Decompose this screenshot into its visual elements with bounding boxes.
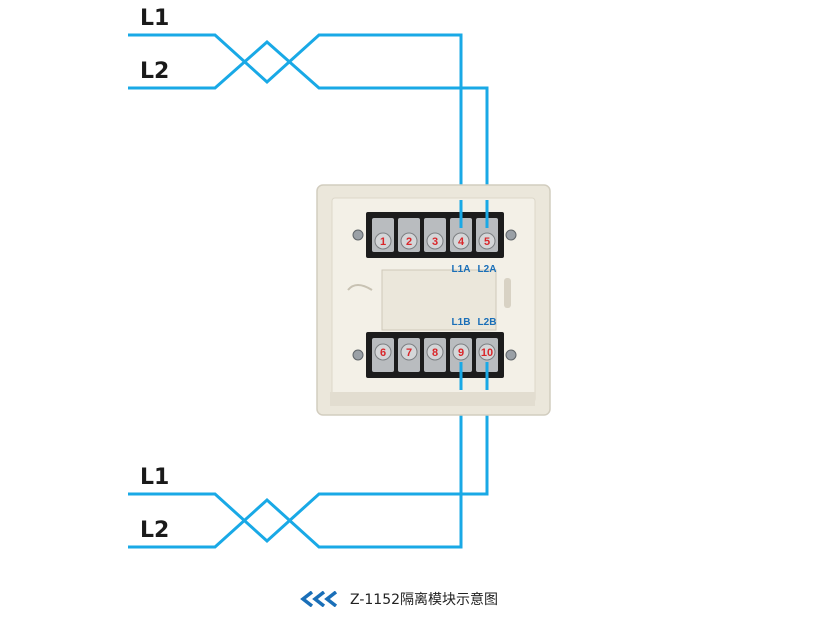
mount-screw-left: [352, 349, 364, 361]
terminal-label-l2a: L2A: [478, 264, 497, 275]
mount-screw-left: [352, 229, 364, 241]
top-wire-l1: [128, 33, 463, 228]
wire-terminations: [459, 200, 489, 390]
terminal-number-10: 10: [481, 347, 493, 359]
top-terminal-block: 1 2 3 4 5 L1A L2A: [352, 212, 517, 275]
terminal-number-2: 2: [406, 236, 412, 248]
terminal-screw-5: [476, 218, 498, 252]
bottom-wire-l2: [128, 362, 463, 549]
terminal-number-1: 1: [380, 236, 386, 248]
terminal-label-l1a: L1A: [452, 264, 471, 275]
terminal-screw-8: [424, 338, 446, 372]
mount-screw-right: [505, 349, 517, 361]
terminal-label-l1b: L1B: [452, 317, 471, 328]
terminal-screw-1: [372, 218, 394, 252]
terminal-screw-2: [398, 218, 420, 252]
module-cutout: [381, 269, 497, 331]
terminal-screw-9: [450, 338, 472, 372]
bottom-wire-label-l1: L1: [140, 465, 170, 490]
bottom-wire-l1: [128, 362, 489, 544]
mount-screw-right: [505, 229, 517, 241]
terminal-number-5: 5: [484, 236, 490, 248]
terminal-screw-4: [450, 218, 472, 252]
terminal-number-7: 7: [406, 347, 412, 359]
terminal-number-3: 3: [432, 236, 438, 248]
top-wire-label-l1: L1: [140, 6, 170, 31]
terminal-label-l2b: L2B: [478, 317, 497, 328]
bottom-wire-pair: [128, 362, 489, 549]
module-notch: [347, 284, 373, 291]
bottom-wire-label-l2: L2: [140, 518, 170, 543]
terminal-screw-6: [372, 338, 394, 372]
terminal-screw-7: [398, 338, 420, 372]
terminal-number-4: 4: [458, 236, 465, 248]
terminal-screw-10: [476, 338, 498, 372]
top-wire-pair: [128, 33, 489, 228]
top-wire-label-l2: L2: [140, 59, 170, 84]
caption-text: Z-1152隔离模块示意图: [350, 592, 499, 608]
diagram-caption: Z-1152隔离模块示意图: [300, 589, 498, 609]
isolation-module: 1 2 3 4 5 L1A L2A 6 7 8 9 10 L1B L2B: [316, 184, 551, 416]
module-slot: [504, 278, 511, 308]
triple-chevron-left-icon: [300, 591, 344, 607]
terminal-number-6: 6: [380, 347, 386, 359]
terminal-number-9: 9: [458, 347, 464, 359]
terminal-number-8: 8: [432, 347, 438, 359]
module-bottom-strip: [330, 392, 535, 406]
top-wire-l2: [128, 39, 489, 228]
terminal-screw-3: [424, 218, 446, 252]
bottom-terminal-block: 6 7 8 9 10 L1B L2B: [352, 317, 517, 378]
